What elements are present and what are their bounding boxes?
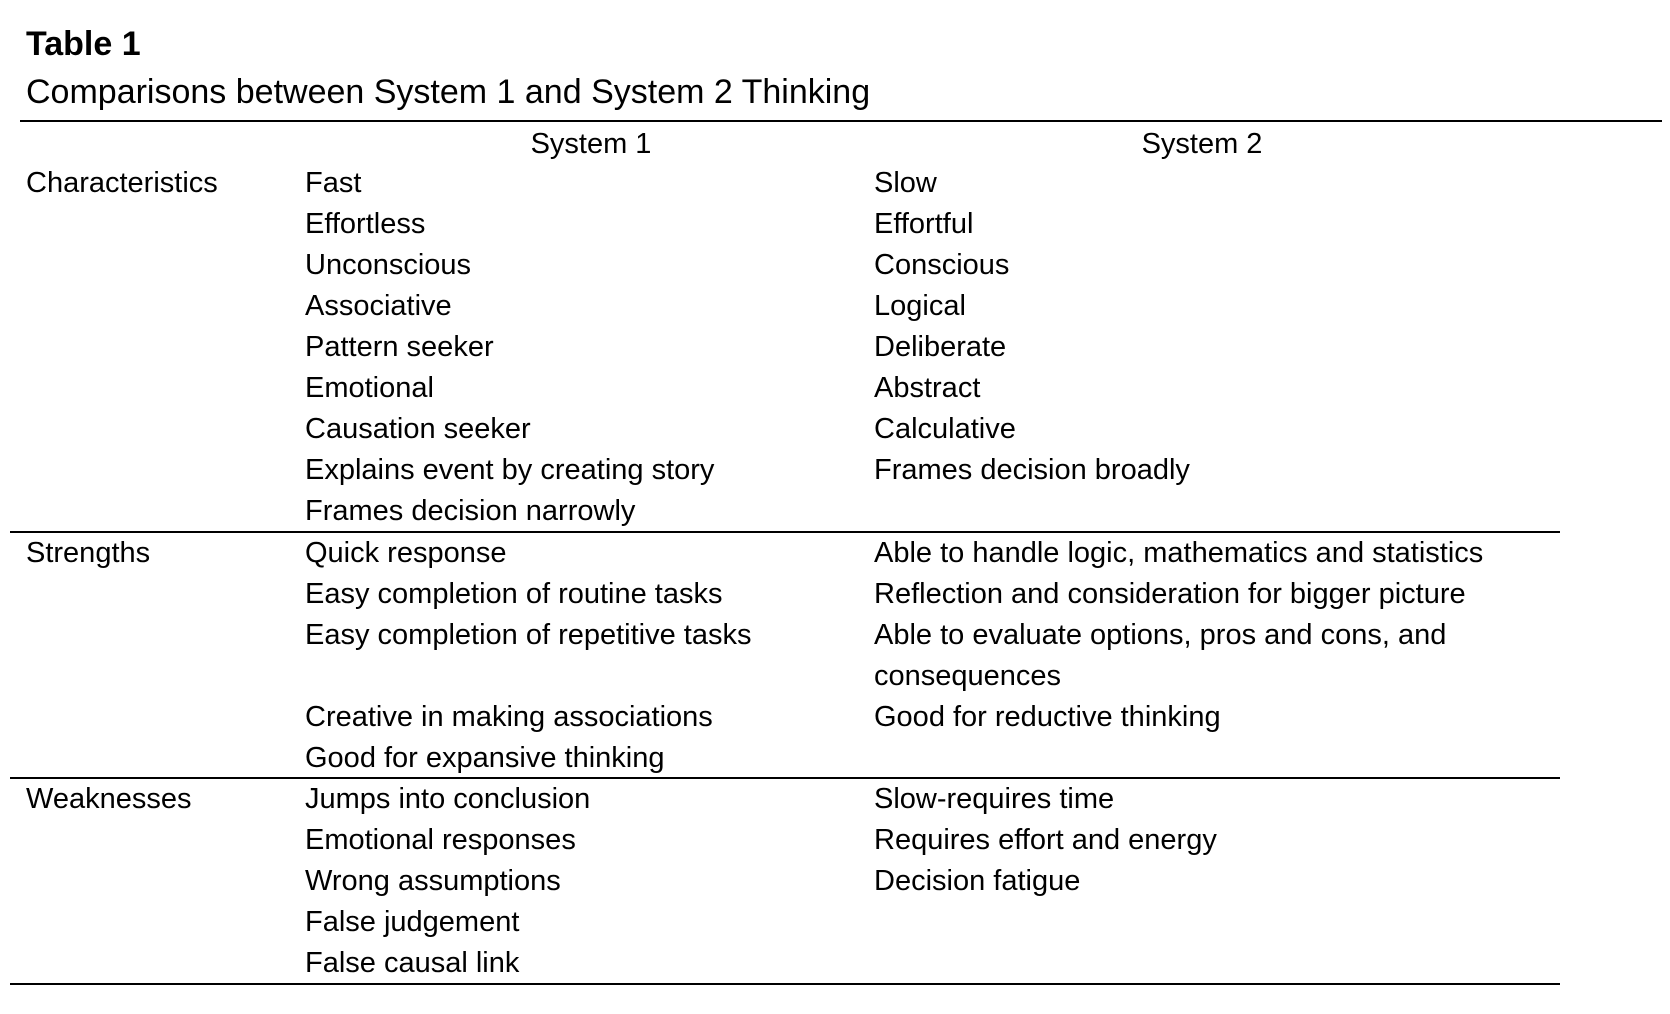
list-item: Easy completion of repetitive tasks <box>305 619 752 651</box>
table-bottom-rule <box>10 983 1560 985</box>
column-header-system-1: System 1 <box>530 128 652 160</box>
weaknesses-system-1-list: Jumps into conclusion Emotional response… <box>305 779 860 984</box>
column-header-system-2: System 2 <box>1141 128 1263 160</box>
list-item: Able to handle logic, mathematics and st… <box>874 537 1484 569</box>
list-item: Good for reductive thinking <box>874 701 1221 733</box>
list-item: Quick response <box>305 537 507 569</box>
table-title: Comparisons between System 1 and System … <box>26 73 871 111</box>
characteristics-system-1-list: Fast Effortless Unconscious Associative … <box>305 163 860 532</box>
list-item: Abstract <box>874 372 981 404</box>
row-divider-strengths <box>10 777 1560 779</box>
list-item: Able to evaluate options, pros and cons,… <box>874 619 1447 692</box>
list-item: Logical <box>874 290 966 322</box>
list-item: Good for expansive thinking <box>305 742 665 774</box>
list-item: Reflection and consideration for bigger … <box>874 578 1466 610</box>
characteristics-system-2-list: Slow Effortful Conscious Logical Deliber… <box>874 163 1564 491</box>
list-item: Pattern seeker <box>305 331 494 363</box>
list-item: Causation seeker <box>305 413 531 445</box>
list-item: Calculative <box>874 413 1016 445</box>
list-item: Frames decision broadly <box>874 454 1190 486</box>
list-item: Associative <box>305 290 452 322</box>
list-item: Deliberate <box>874 331 1007 363</box>
list-item: Frames decision narrowly <box>305 495 636 527</box>
list-item: Decision fatigue <box>874 865 1081 897</box>
list-item: False judgement <box>305 906 520 938</box>
weaknesses-system-2-list: Slow-requires time Requires effort and e… <box>874 779 1564 902</box>
row-divider-characteristics <box>10 531 1560 533</box>
list-item: Explains event by creating story <box>305 454 715 486</box>
list-item: Unconscious <box>305 249 472 281</box>
strengths-system-1-list: Quick response Easy completion of routin… <box>305 533 860 779</box>
list-item: Effortful <box>874 208 974 240</box>
list-item: Wrong assumptions <box>305 865 561 897</box>
list-item: Emotional <box>305 372 434 404</box>
list-item: Creative in making associations <box>305 701 713 733</box>
list-item: Slow-requires time <box>874 783 1115 815</box>
list-item: Effortless <box>305 208 426 240</box>
row-label-weaknesses: Weaknesses <box>26 783 192 815</box>
list-item: Slow <box>874 167 937 199</box>
list-item: Easy completion of routine tasks <box>305 578 723 610</box>
strengths-system-2-list: Able to handle logic, mathematics and st… <box>874 533 1564 738</box>
list-item: Jumps into conclusion <box>305 783 591 815</box>
row-label-strengths: Strengths <box>26 537 151 569</box>
list-item <box>305 656 860 697</box>
table-number: Table 1 <box>26 25 141 63</box>
list-item: False causal link <box>305 947 520 979</box>
list-item: Fast <box>305 167 362 199</box>
list-item: Emotional responses <box>305 824 576 856</box>
list-item: Requires effort and energy <box>874 824 1217 856</box>
table-top-rule <box>20 120 1662 122</box>
list-item: Conscious <box>874 249 1010 281</box>
row-label-characteristics: Characteristics <box>26 167 218 199</box>
